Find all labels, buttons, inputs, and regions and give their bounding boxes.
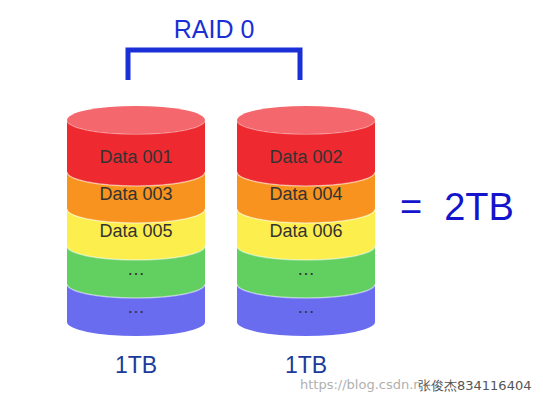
disk-band: Data 004: [237, 158, 375, 223]
disk-band: Data 005: [67, 195, 205, 260]
band-rim: [237, 284, 375, 298]
band-rim: [237, 246, 375, 260]
band-label: Data 003: [67, 172, 205, 217]
raid-bracket: [128, 50, 300, 80]
disk-band: …: [67, 270, 205, 336]
watermark-text: https://blog.csdn.n: [300, 377, 422, 392]
disk-band: …: [67, 232, 205, 298]
disk-band: Data 006: [237, 195, 375, 260]
band-rim: [67, 209, 205, 223]
cylinder-top: [67, 106, 205, 134]
band-label: Data 001: [67, 134, 205, 180]
disk-band: …: [237, 270, 375, 336]
raid-level-label: RAID 0: [174, 15, 255, 44]
band-body: [67, 209, 205, 260]
band-label: Data 002: [237, 134, 375, 180]
band-shape: [67, 106, 205, 186]
band-rim: [67, 246, 205, 260]
band-body: [67, 172, 205, 223]
band-rim: [67, 284, 205, 298]
band-body: [237, 209, 375, 260]
band-label: …: [237, 246, 375, 292]
band-label: …: [67, 246, 205, 292]
band-body: [67, 284, 205, 336]
disk-capacity: 1TB: [67, 352, 205, 379]
band-body: [237, 284, 375, 336]
disk-band: Data 002: [237, 106, 375, 186]
band-rim: [67, 172, 205, 186]
band-label: …: [237, 284, 375, 330]
disk-band: Data 001: [67, 106, 205, 186]
band-label: Data 004: [237, 172, 375, 217]
watermark-text: 张俊杰834116404: [418, 377, 531, 395]
band-body: [67, 246, 205, 298]
band-shape: [237, 106, 375, 186]
band-rim: [237, 209, 375, 223]
band-label: …: [67, 284, 205, 330]
disk-capacity: 1TB: [237, 352, 375, 379]
band-label: Data 005: [67, 209, 205, 254]
cylinder-top: [237, 106, 375, 134]
total-capacity: = 2TB: [400, 186, 514, 229]
band-rim: [237, 172, 375, 186]
disk-band: …: [237, 232, 375, 298]
disk-band: Data 003: [67, 158, 205, 223]
band-body: [237, 172, 375, 223]
disk-cylinder: 1TBData 002Data 004Data 006……: [237, 80, 375, 380]
disk-cylinder: 1TBData 001Data 003Data 005……: [67, 80, 205, 380]
band-label: Data 006: [237, 209, 375, 254]
band-body: [237, 246, 375, 298]
